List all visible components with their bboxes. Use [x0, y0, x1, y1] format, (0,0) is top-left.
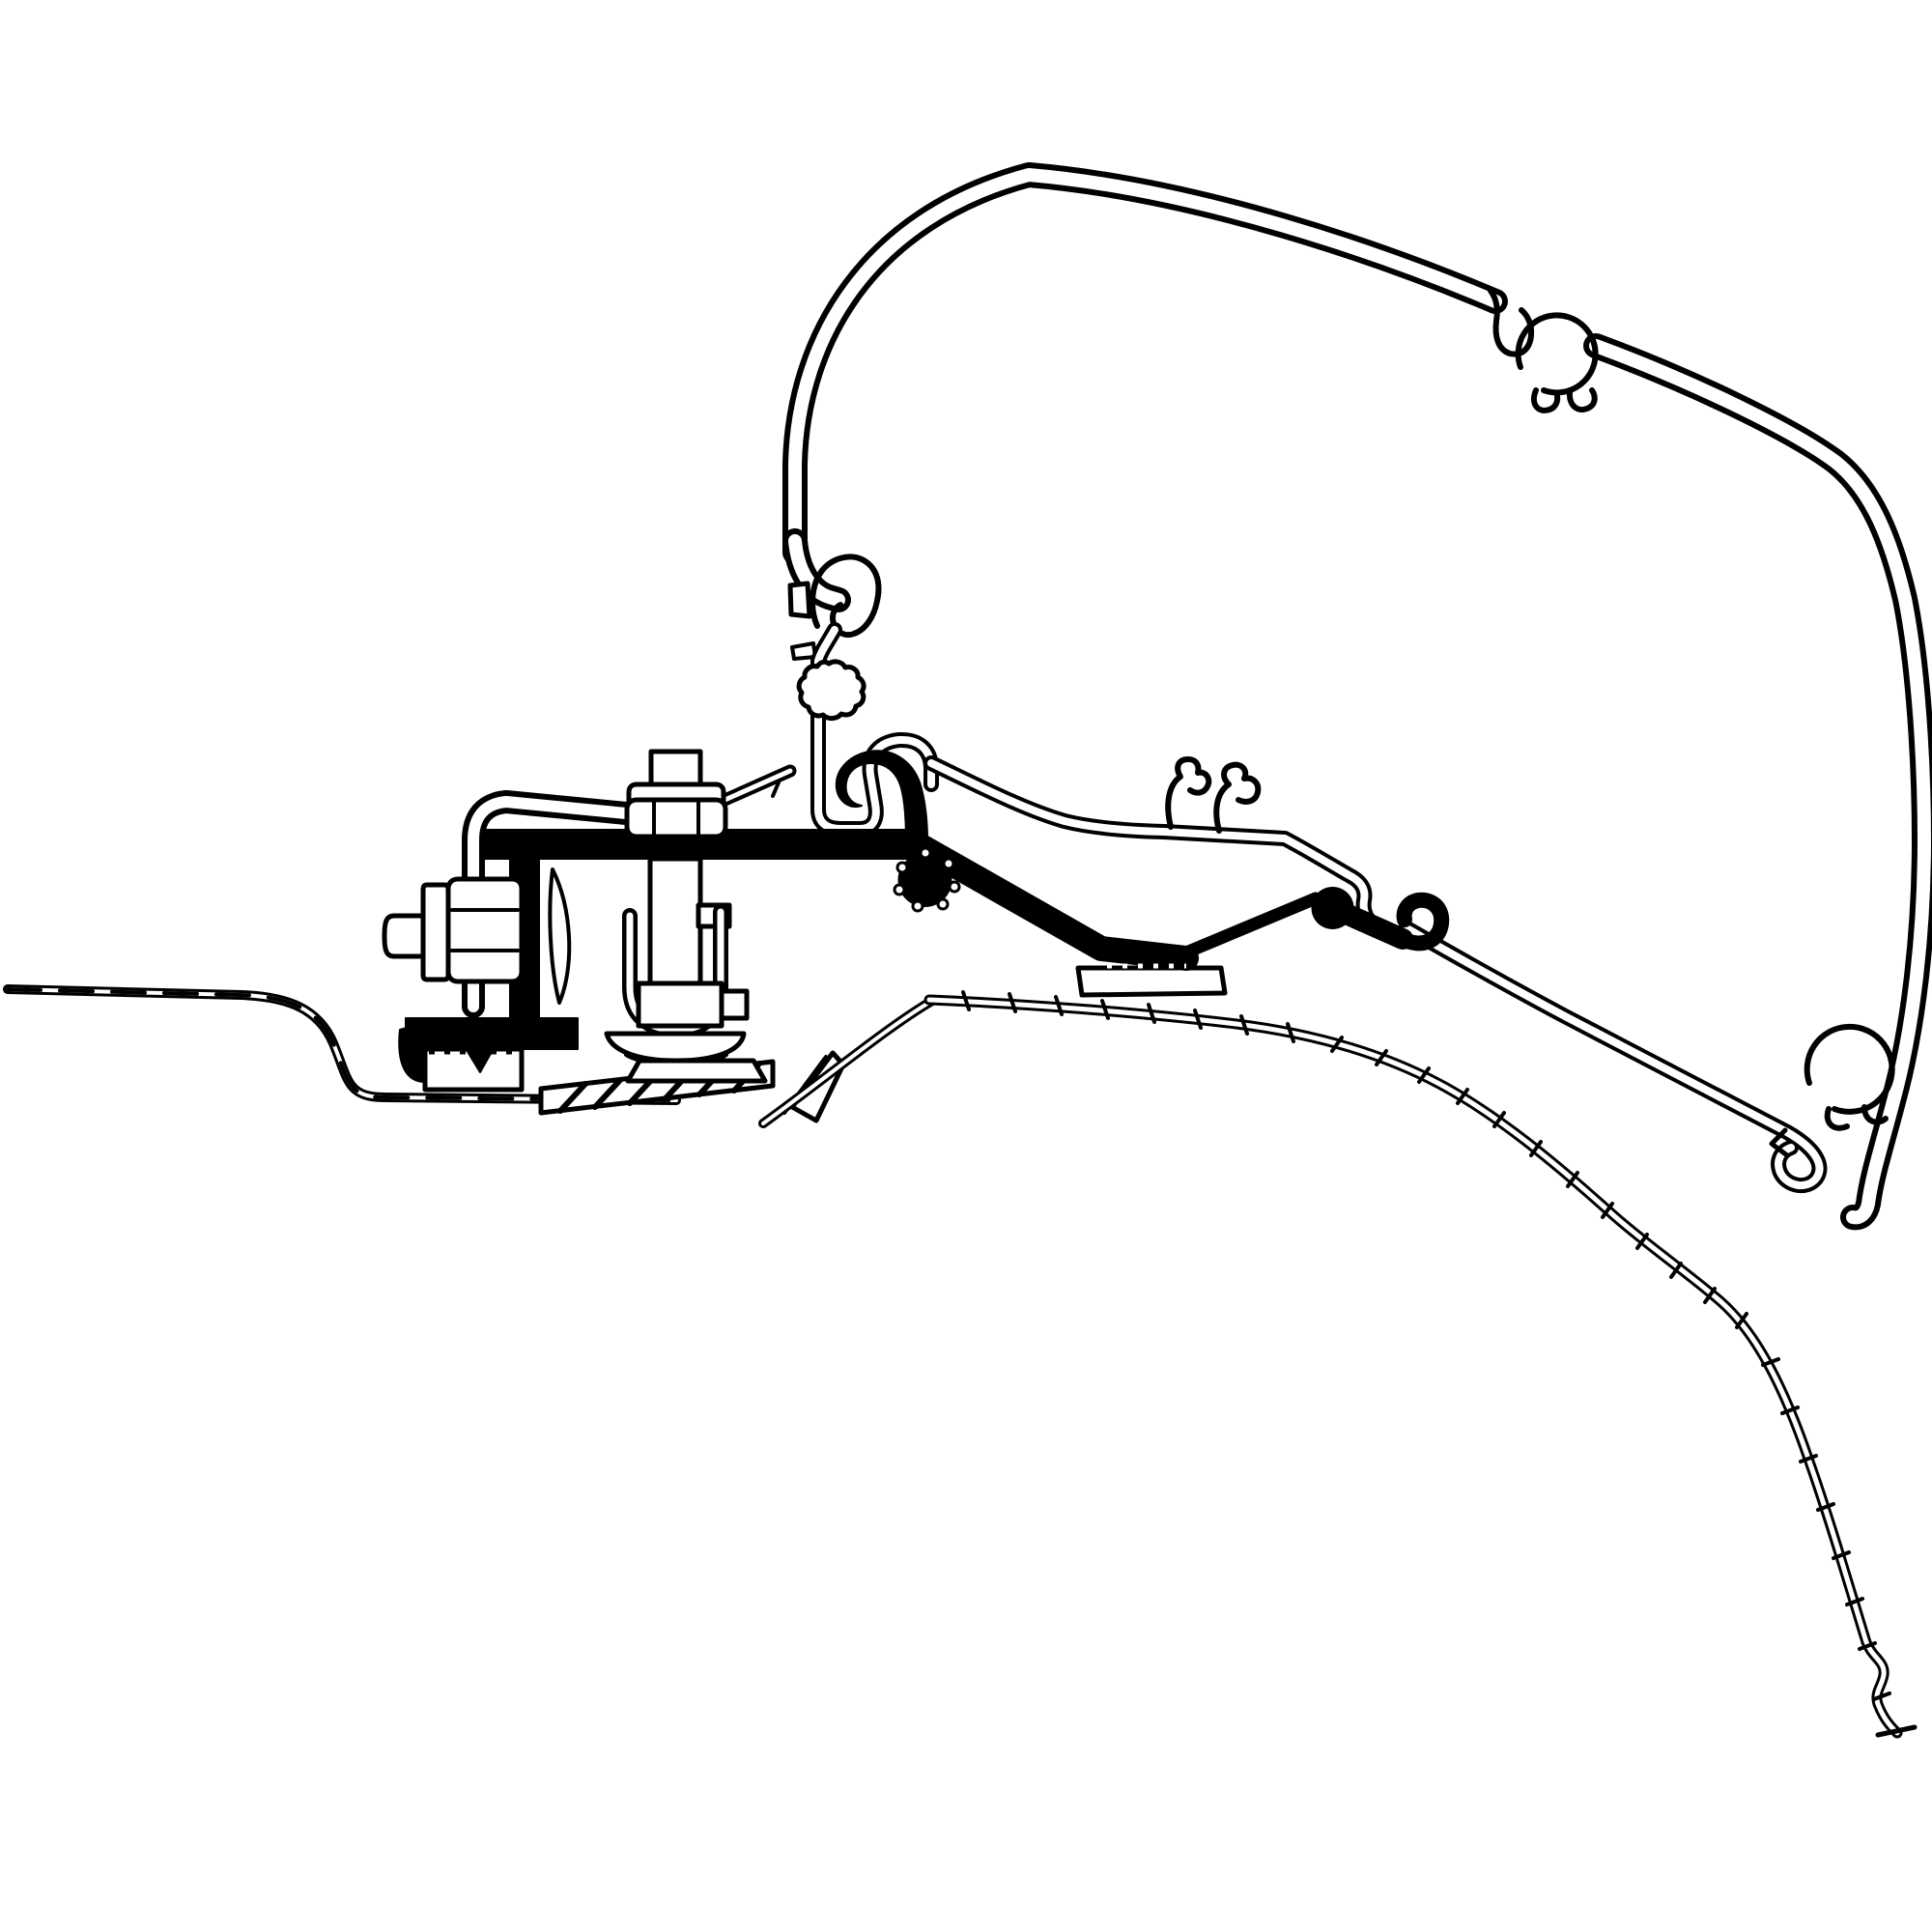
awning-case-right-wall-inner: [1589, 339, 1931, 1225]
rubber-pad-notch: [466, 1049, 494, 1073]
strut-brace-tick: [771, 781, 781, 798]
awning-case-right-wall: [1583, 333, 1932, 1231]
vertical-bolt-rod: [647, 856, 703, 988]
adapter-serration-dots-2: [948, 880, 961, 894]
roof-step-diagonal-inner: [761, 999, 934, 1125]
adapter-end-hook: [1395, 892, 1450, 952]
side-bolt-hex-head: [445, 876, 525, 984]
rail-profile-prong-right: [1213, 761, 1262, 834]
vertical-bolt-nut: [624, 797, 728, 839]
adapter-serration-dots-6: [895, 861, 909, 874]
rod-block-nub: [719, 988, 750, 1021]
adapter-end-bar: [1322, 897, 1413, 950]
adapter-diagonal-strut: [905, 832, 1199, 971]
adapter-serration-dots-5: [893, 883, 906, 896]
awning-case-top-clip-feet: [1530, 387, 1598, 413]
van-roof-band-rungs: [961, 990, 1891, 1701]
washer-pad: [625, 1058, 768, 1084]
adapter-serration-dots-3: [936, 897, 950, 911]
awning-case-top-hook-notch: [1488, 288, 1535, 357]
vertical-bolt-stud: [648, 749, 703, 790]
adapter-serration-dots-4: [911, 899, 924, 913]
rail-profile-serrated-port: [796, 659, 867, 722]
adapter-serration-dots-0: [919, 846, 932, 860]
roof-pad-right: [1075, 965, 1228, 998]
awning-case-bottom-clip-feet: [1824, 1104, 1889, 1131]
rail-profile-prong-left: [1165, 756, 1212, 830]
awning-case-wall-tab: [787, 581, 812, 619]
clamp-spring-crescent: [548, 867, 572, 1005]
adapter-hook-over-rail: [835, 750, 928, 860]
van-roof-band-end-cut: [1875, 1724, 1918, 1738]
clamp-arm-inner: [468, 796, 632, 1012]
awning-case-arc-inner: [788, 168, 1502, 559]
van-roof-band-inner: [926, 997, 1900, 1736]
rail-profile-band: [923, 755, 1828, 1194]
side-bolt-flange: [420, 882, 451, 982]
vertical-bolt-nut-facets: [652, 800, 700, 837]
van-roof-left-sheet-hatch: [6, 987, 678, 1102]
side-bolt-hex-facets: [450, 908, 520, 952]
rod-block: [636, 980, 724, 1029]
adapter-serration-dots-1: [942, 857, 955, 870]
roof-pedestal-plate-hatch: [557, 1061, 762, 1114]
awning-case-top-clip-ring: [1515, 312, 1599, 396]
rail-profile-tail-notch: [1769, 1127, 1790, 1158]
rail-profile-leg-foot-curl-inner: [814, 626, 935, 833]
diagram-layer: [3, 162, 1932, 1739]
adapter-thin-diagonal: [1179, 892, 1322, 959]
awning-case-bottom-clip-ring: [1804, 1023, 1895, 1115]
